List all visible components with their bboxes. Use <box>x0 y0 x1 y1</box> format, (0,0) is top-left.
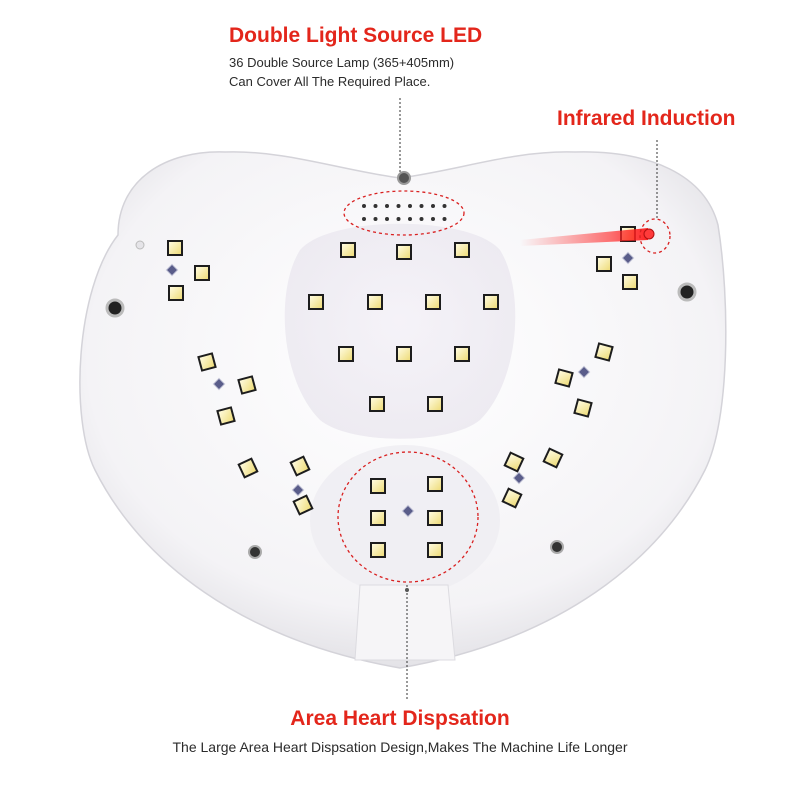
vent-hole <box>431 217 435 221</box>
led-chip <box>483 294 499 310</box>
infrared-beam <box>520 228 648 246</box>
led-chip <box>427 542 443 558</box>
led-chip <box>503 451 525 473</box>
led-chip <box>427 476 443 492</box>
led-chip <box>216 406 236 426</box>
callout-top-line2: Can Cover All The Required Place. <box>229 74 431 89</box>
uv-chip <box>401 504 415 518</box>
bottom-left-screw <box>248 545 262 559</box>
vent-hole <box>362 204 366 208</box>
lamp-base-tab <box>354 584 456 661</box>
led-chip <box>370 542 386 558</box>
callout-top-line1: 36 Double Source Lamp (365+405mm) <box>229 55 455 70</box>
led-chip <box>308 294 324 310</box>
right-screw <box>677 282 697 302</box>
led-chip <box>197 352 217 372</box>
led-chip <box>370 510 386 526</box>
led-chip <box>167 240 183 256</box>
led-chip <box>501 487 523 509</box>
uv-chip <box>621 251 635 265</box>
led-chip <box>194 265 210 281</box>
led-chip <box>292 494 314 516</box>
led-chip <box>340 242 356 258</box>
bottom-right-screw <box>550 540 564 554</box>
callout-infrared-title: Infrared Induction <box>557 107 736 130</box>
led-chip <box>622 274 638 290</box>
vent-hole <box>408 217 412 221</box>
uv-chip <box>291 483 305 497</box>
vent-hole <box>442 217 447 221</box>
led-chip <box>367 294 383 310</box>
vent-grid <box>362 204 447 221</box>
vent-hole <box>396 217 401 221</box>
led-chip <box>289 455 311 477</box>
vent-hole <box>419 217 424 221</box>
led-chip <box>425 294 441 310</box>
infrared-sensor <box>643 228 655 240</box>
callout-bottom-title: Area Heart Dispsation <box>290 707 510 730</box>
vent-hole <box>362 217 366 221</box>
led-chip <box>454 346 470 362</box>
lamp-lower-cavity <box>310 445 500 595</box>
led-chip <box>594 342 614 362</box>
led-chip <box>338 346 354 362</box>
vent-hole <box>442 204 447 208</box>
uv-chip <box>212 377 226 391</box>
uv-chip <box>165 263 179 277</box>
vent-hole <box>396 204 401 208</box>
led-chip <box>369 396 385 412</box>
led-chip <box>168 285 184 301</box>
infrared-highlight-ring <box>639 218 671 254</box>
led-chip <box>237 457 259 479</box>
led-chip <box>237 375 257 395</box>
vent-hole <box>373 204 378 208</box>
led-chip <box>554 368 574 388</box>
vent-hole <box>385 204 389 208</box>
vent-hole <box>419 204 424 208</box>
led-chip <box>396 244 412 260</box>
led-chip <box>370 478 386 494</box>
top-screw <box>397 171 411 185</box>
vent-hole <box>431 204 435 208</box>
vent-hole <box>373 217 378 221</box>
left-screw <box>105 298 125 318</box>
vent-hole <box>385 217 389 221</box>
lamp-inner-cavity <box>284 223 516 439</box>
callout-bottom-description: The Large Area Heart Dispsation Design,M… <box>172 739 628 755</box>
heat-area-highlight-ring <box>337 451 479 583</box>
led-chip <box>454 242 470 258</box>
led-chip <box>427 510 443 526</box>
vent-highlight-ring <box>343 190 465 236</box>
uv-chip <box>512 471 526 485</box>
leader-dot-bottom <box>405 588 409 592</box>
uv-chip <box>577 365 591 379</box>
small-hole <box>135 240 145 250</box>
led-chip <box>427 396 443 412</box>
vent-hole <box>408 204 412 208</box>
led-chip <box>396 346 412 362</box>
led-chip <box>542 447 564 469</box>
led-array <box>165 226 638 558</box>
led-chip <box>596 256 612 272</box>
led-chip <box>573 398 593 418</box>
callout-top-title: Double Light Source LED <box>229 24 483 47</box>
